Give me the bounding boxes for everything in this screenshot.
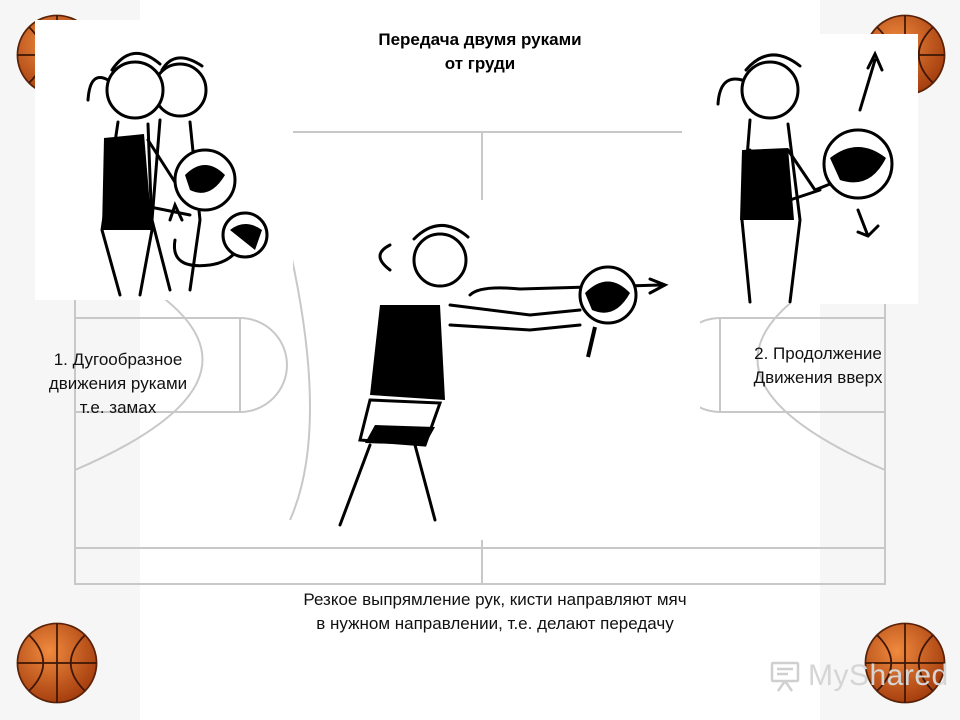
step3-caption: Резкое выпрямление рук, кисти направляют… xyxy=(230,588,760,636)
step3-caption-line1: Резкое выпрямление рук, кисти направляют… xyxy=(303,590,687,609)
step1-caption: 1. Дугообразное движения руками т.е. зам… xyxy=(18,348,218,420)
step1-caption-line3: т.е. замах xyxy=(79,398,157,417)
slide-title-line2: от груди xyxy=(444,54,516,73)
step2-caption-line2: Движения вверх xyxy=(753,368,883,387)
player-release-pass-illustration xyxy=(338,224,669,527)
watermark-text: MyShared xyxy=(808,659,949,692)
player-windup-illustration xyxy=(86,51,269,297)
presentation-board-icon xyxy=(770,661,800,692)
basketball-icon xyxy=(864,622,946,704)
step2-caption: 2. Продолжение Движения вверх xyxy=(720,342,916,390)
step3-caption-line2: в нужном направлении, т.е. делают переда… xyxy=(316,614,674,633)
step1-caption-line2: движения руками xyxy=(48,374,188,393)
slide-title-line1: Передача двумя руками xyxy=(378,30,582,49)
step2-caption-line1: 2. Продолжение xyxy=(754,344,882,363)
myshared-watermark: MyShared xyxy=(768,656,949,696)
step1-caption-line1: 1. Дугообразное xyxy=(53,350,183,369)
basketball-icon xyxy=(16,622,98,704)
slide-title: Передача двумя руками от груди xyxy=(300,28,660,76)
player-follow-through-illustration xyxy=(716,50,894,304)
